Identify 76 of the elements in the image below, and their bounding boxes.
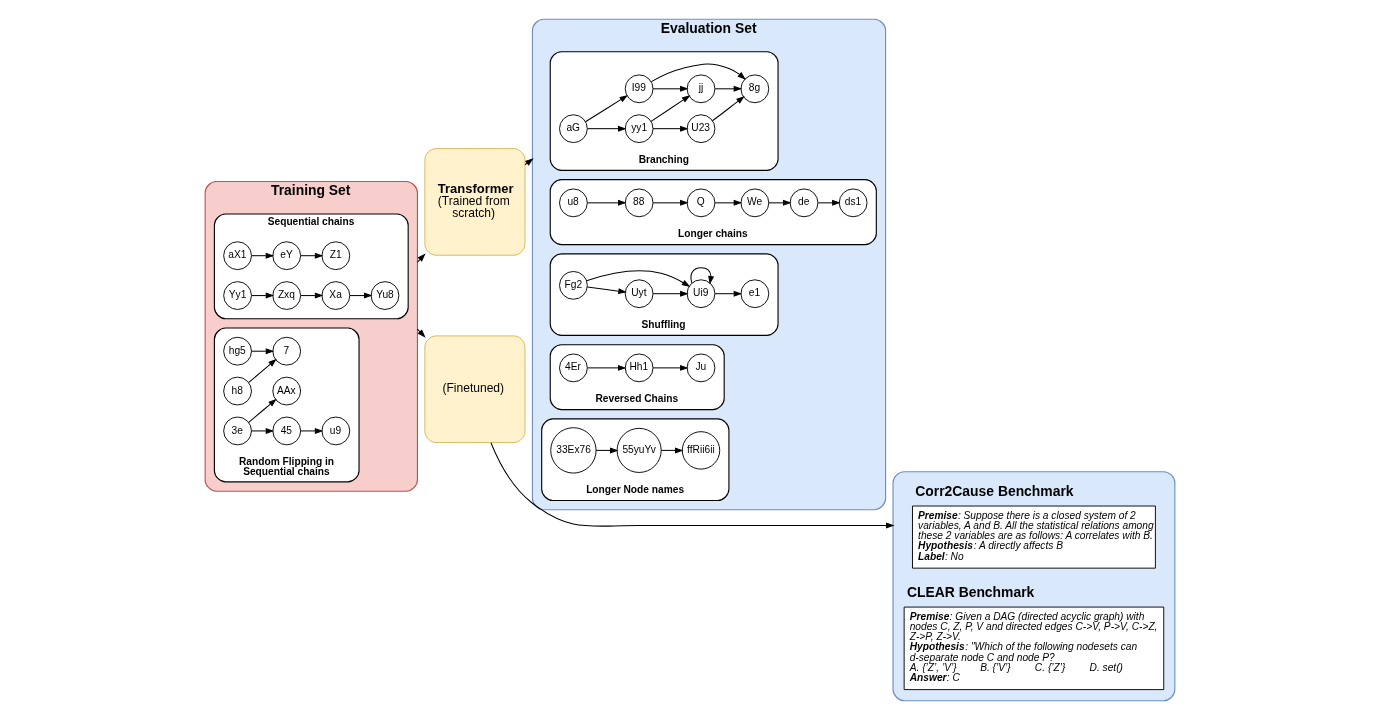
node-circle: 8g (740, 74, 770, 104)
node-circle: de (789, 188, 819, 218)
arrow (690, 267, 715, 285)
node-circle: 88 (624, 188, 654, 218)
node-circle: yy1 (624, 114, 654, 144)
arrow (300, 252, 324, 259)
node-circle: Ju (686, 353, 716, 383)
arrow (714, 199, 743, 206)
arrow (251, 348, 275, 355)
node-circle: Q (686, 188, 716, 218)
node-circle: 3e (223, 416, 252, 446)
node-circle: hg5 (223, 336, 252, 366)
arrow (711, 96, 745, 122)
arrow (652, 125, 689, 132)
node-circle: Zxq (272, 281, 302, 310)
arrow (248, 398, 277, 423)
arrow (300, 427, 324, 434)
node-circle: U23 (686, 114, 716, 144)
arrow (714, 290, 743, 297)
node-circle: e1 (740, 279, 770, 309)
node-circle: ffRii6ii (681, 431, 721, 470)
node-circle: Yu8 (370, 281, 400, 310)
cluster (892, 471, 1176, 702)
arrow (251, 427, 275, 434)
arrow (652, 364, 689, 371)
arrow (300, 292, 324, 299)
node-circle: aX1 (223, 241, 252, 271)
node-circle: Z1 (321, 241, 351, 271)
node-circle: I99 (624, 74, 654, 104)
arrow (416, 328, 426, 338)
arrow (587, 199, 627, 206)
node-label: Corr2Cause Benchmark (915, 482, 1074, 499)
node-circle: u9 (321, 416, 351, 446)
node-circle: Yy1 (223, 281, 252, 310)
node-circle: Hh1 (624, 353, 654, 383)
arrow (251, 252, 275, 259)
node-circle: Xa (321, 281, 351, 310)
arrow (248, 358, 277, 383)
node-circle: Fg2 (559, 271, 588, 300)
arrow (349, 292, 373, 299)
node-circle: AAx (272, 376, 302, 406)
node-circle: 7 (272, 336, 302, 366)
node-circle: aG (559, 114, 588, 144)
arrow (490, 442, 895, 529)
node-circle: eY (272, 241, 302, 271)
arrow (660, 447, 684, 454)
arrow (652, 290, 689, 297)
arrow (595, 447, 619, 454)
arrow (714, 85, 743, 92)
arrow (650, 95, 691, 122)
arrow (587, 125, 627, 132)
node-circle: 55yuYv (616, 427, 662, 473)
node-circle: 4Er (559, 353, 588, 383)
arrow (587, 364, 627, 371)
node-circle: ds1 (838, 188, 868, 218)
node-box: (Finetuned) (424, 335, 526, 443)
arrow (652, 199, 689, 206)
node-circle: 33Ex76 (550, 427, 597, 474)
arrow (586, 270, 691, 287)
node-circle: Uyt (624, 279, 654, 309)
node-circle: We (740, 188, 770, 218)
node-circle: Ui9 (686, 279, 716, 309)
arrow (652, 85, 689, 92)
node-circle: jj (686, 74, 716, 104)
arrow (817, 199, 841, 206)
node-circle: u8 (559, 188, 588, 218)
node-circle: 45 (272, 416, 302, 446)
arrow (586, 286, 627, 295)
arrow (584, 95, 629, 123)
arrow (524, 158, 534, 166)
node-circle: h8 (223, 376, 252, 406)
arrow (768, 199, 792, 206)
node-label: CLEAR Benchmark (906, 583, 1035, 600)
arrow (251, 292, 275, 299)
arrow (416, 253, 426, 263)
arrow (650, 63, 746, 83)
